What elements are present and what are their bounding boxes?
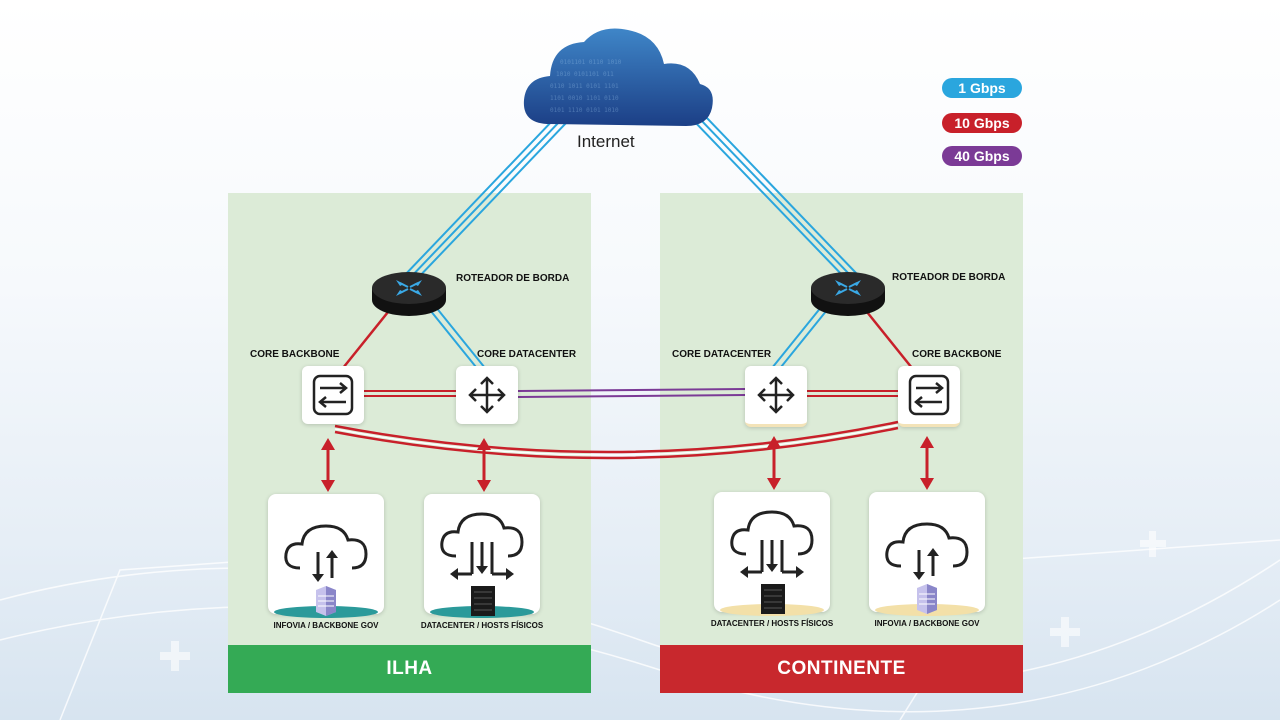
- ilha-infovia-label: INFOVIA / BACKBONE GOV: [273, 621, 379, 630]
- server-icon: [471, 586, 495, 616]
- continente-datacenter-label: DATACENTER / HOSTS FÍSICOS: [710, 619, 834, 628]
- svg-text:0110 1011 0101 1101: 0110 1011 0101 1101: [550, 83, 619, 90]
- svg-text:0101 1110 0101 1010: 0101 1110 0101 1010: [550, 107, 619, 114]
- svg-text:1010 0101101 011: 1010 0101101 011: [556, 71, 614, 78]
- switch-icon: [312, 374, 354, 416]
- continente-router-icon[interactable]: [809, 270, 887, 318]
- cloud-updown-icon: [274, 524, 378, 618]
- building-icon: [917, 584, 937, 614]
- ilha-core-backbone-switch[interactable]: [302, 366, 364, 424]
- continente-infovia-card[interactable]: [869, 492, 985, 616]
- continente-footer: CONTINENTE: [660, 645, 1023, 693]
- cloud-distribute-icon: [430, 512, 534, 618]
- continente-datacenter-card[interactable]: [714, 492, 830, 616]
- move-arrows-icon: [468, 376, 506, 414]
- internet-label: Internet: [577, 132, 635, 151]
- switch-icon: [908, 374, 950, 416]
- ilha-core-datacenter-switch[interactable]: [456, 366, 518, 424]
- ilha-infovia-card[interactable]: [268, 494, 384, 618]
- continente-core-backbone-switch[interactable]: [898, 366, 960, 427]
- legend-1gbps: 1 Gbps: [942, 78, 1022, 98]
- server-icon: [761, 584, 785, 614]
- move-arrows-icon: [757, 376, 795, 414]
- continente-router-label: ROTEADOR DE BORDA: [892, 272, 1006, 283]
- cloud-distribute-icon: [720, 510, 824, 616]
- cloud-updown-icon: [875, 522, 979, 616]
- ilha-datacenter-label: DATACENTER / HOSTS FÍSICOS: [420, 621, 544, 630]
- internet-cloud-icon: 0101101 0110 1010 1010 0101101 011 0110 …: [523, 28, 713, 126]
- svg-text:0101101 0110 1010: 0101101 0110 1010: [560, 59, 622, 66]
- legend-40gbps: 40 Gbps: [942, 146, 1022, 166]
- ilha-footer: ILHA: [228, 645, 591, 693]
- ilha-core-datacenter-label: CORE DATACENTER: [477, 349, 577, 360]
- svg-text:1101 0010 1101 0110: 1101 0010 1101 0110: [550, 95, 619, 102]
- continente-infovia-label: INFOVIA / BACKBONE GOV: [874, 619, 980, 628]
- ilha-datacenter-card[interactable]: [424, 494, 540, 618]
- continente-core-datacenter-switch[interactable]: [745, 366, 807, 427]
- building-icon: [316, 586, 336, 616]
- continente-core-backbone-label: CORE BACKBONE: [912, 349, 1002, 360]
- legend-10gbps: 10 Gbps: [942, 113, 1022, 133]
- ilha-router-icon[interactable]: [370, 270, 448, 318]
- continente-core-datacenter-label: CORE DATACENTER: [672, 349, 772, 360]
- ilha-core-backbone-label: CORE BACKBONE: [250, 349, 340, 360]
- ilha-router-label: ROTEADOR DE BORDA: [456, 273, 570, 284]
